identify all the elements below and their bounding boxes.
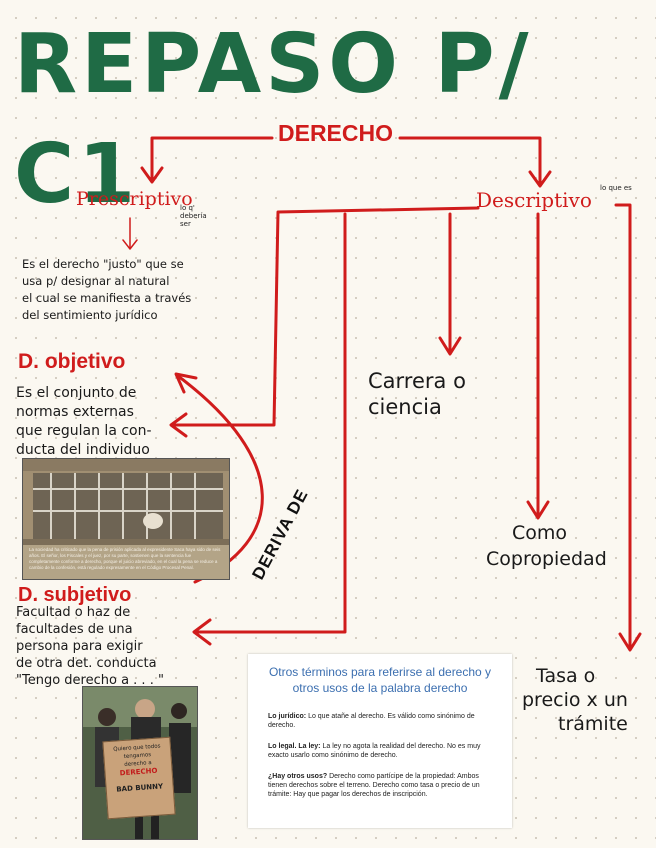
protest-photo: Quiero que todos tengamos derecho a DERE… [82, 686, 198, 840]
branch-copropiedad-line: Copropiedad [486, 546, 607, 572]
prescriptivo-line: del sentimiento jurídico [22, 307, 222, 324]
slide-title: Otros términos para referirse al derecho… [262, 664, 498, 696]
branch-copropiedad: Como Copropiedad [486, 520, 607, 572]
slide-item: ¿Hay otros usos? Derecho como partícipe … [268, 772, 498, 799]
slide-item-head: ¿Hay otros usos? [268, 773, 327, 780]
protest-sign: Quiero que todos tengamos derecho a DERE… [102, 737, 175, 820]
arrow-to-tasa [616, 205, 630, 648]
prescriptivo-line: Es el derecho "justo" que se [22, 256, 222, 273]
prison-photo: La sociedad ha criticado que la pena de … [22, 458, 230, 580]
branch-tasa-line: Tasa o [522, 664, 628, 688]
slide-card: Otros términos para referirse al derecho… [248, 654, 512, 828]
derecho-heading: DERECHO [278, 120, 393, 147]
branch-carrera-line: ciencia [368, 394, 466, 420]
prescriptivo-line: el cual se manifiesta a través [22, 290, 222, 307]
branch-copropiedad-line: Como [486, 520, 607, 546]
descriptivo-label: Descriptivo [476, 188, 592, 212]
objetivo-label: D. objetivo [18, 350, 125, 374]
objetivo-line: que regulan la con- [16, 422, 196, 441]
slide-item-head: Lo jurídico: [268, 713, 306, 720]
descriptivo-note: lo que es [600, 184, 632, 192]
branch-tasa: Tasa o precio x un trámite [522, 664, 628, 736]
photo-caption: La sociedad ha criticado que la pena de … [23, 545, 229, 579]
branch-tasa-line: precio x un [522, 688, 628, 712]
objetivo-line: Es el conjunto de [16, 384, 196, 403]
subjetivo-line: de otra det. conducta [16, 655, 216, 672]
subjetivo-line: Facultad o haz de [16, 604, 216, 621]
slide-item-head: Lo legal. La ley: [268, 743, 321, 750]
prescriptivo-note: lo q' debería ser [180, 204, 208, 228]
slide-item: Lo legal. La ley: La ley no agota la rea… [268, 742, 498, 760]
subjetivo-definition: Facultad o haz de facultades de una pers… [16, 604, 216, 689]
prison-bars-image [23, 459, 229, 545]
prescriptivo-definition: Es el derecho "justo" que se usa p/ desi… [22, 256, 222, 324]
sign-line: BAD BUNNY [106, 782, 172, 795]
slide-item: Lo jurídico: Lo que atañe al derecho. Es… [268, 712, 498, 730]
objetivo-line: normas externas [16, 403, 196, 422]
branch-carrera-line: Carrera o [368, 368, 466, 394]
subjetivo-line: facultades de una [16, 621, 216, 638]
prescriptivo-line: usa p/ designar al natural [22, 273, 222, 290]
branch-carrera: Carrera o ciencia [368, 368, 466, 420]
subjetivo-line: persona para exigir [16, 638, 216, 655]
branch-tasa-line: trámite [522, 712, 628, 736]
prescriptivo-label: Prescriptivo [76, 188, 193, 210]
objetivo-definition: Es el conjunto de normas externas que re… [16, 384, 196, 460]
